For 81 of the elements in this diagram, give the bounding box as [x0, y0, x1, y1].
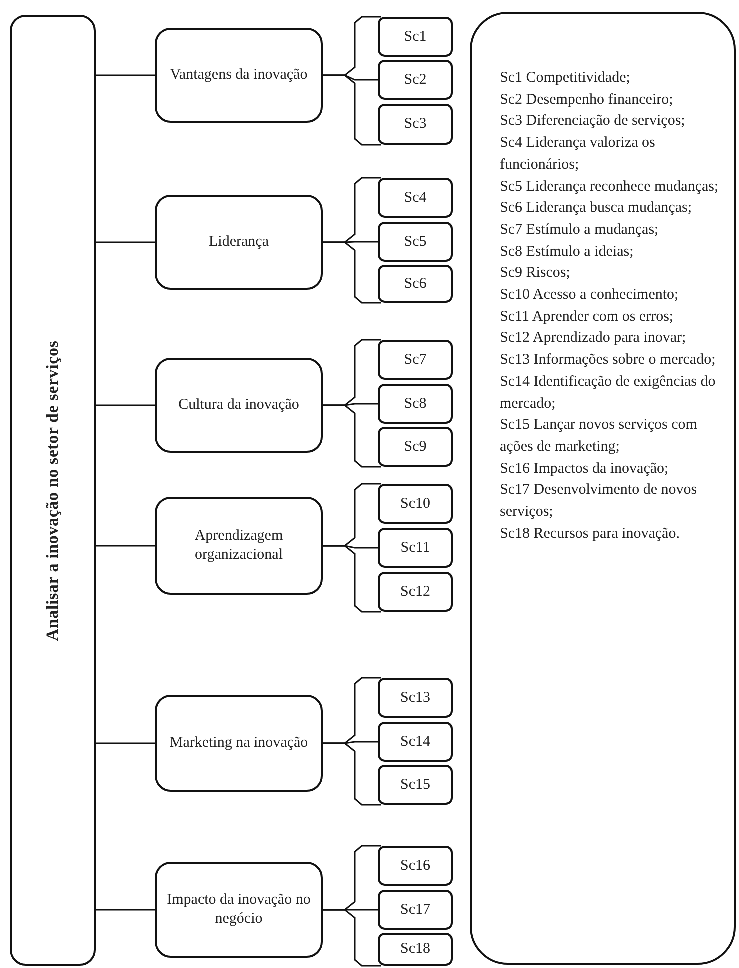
code-description: Sc6 Liderança busca mudanças;	[500, 199, 692, 218]
code-description: Sc7 Estímulo a mudanças;	[500, 220, 659, 240]
category-box	[155, 497, 323, 595]
objective-box	[10, 15, 96, 966]
code-description: Sc8 Estímulo a ideias;	[500, 242, 634, 262]
category-box	[155, 862, 323, 958]
code-box	[378, 528, 453, 568]
bracket-connector	[323, 242, 381, 304]
bracket-connector	[323, 909, 381, 967]
code-box	[378, 572, 453, 612]
bracket-connector	[323, 74, 381, 146]
connector-line	[96, 742, 155, 744]
code-label: Sc8	[404, 396, 427, 412]
connector-line	[96, 909, 155, 911]
code-description: Sc11 Aprender com os erros;	[500, 308, 674, 327]
code-box	[378, 340, 453, 380]
code-description: Sc3 Diferenciação de serviços;	[500, 112, 686, 132]
code-label: Sc14	[400, 734, 430, 750]
code-box	[378, 17, 453, 57]
code-description: Sc1 Competitividade;	[500, 69, 630, 88]
category-label: Impacto da inovação no negócio	[167, 891, 311, 929]
code-label: Sc17	[400, 902, 430, 918]
code-box	[378, 933, 453, 966]
code-description: Sc9 Riscos;	[500, 264, 570, 284]
category-label: Marketing na inovação	[170, 734, 308, 753]
code-box	[378, 890, 453, 930]
code-description: Sc12 Aprendizado para inovar;	[500, 329, 686, 348]
code-box	[378, 427, 453, 467]
code-label: Sc6	[404, 276, 427, 292]
code-label: Sc16	[400, 858, 430, 874]
code-box	[378, 722, 453, 762]
code-label: Sc2	[404, 72, 427, 88]
code-label: Sc12	[400, 584, 430, 600]
code-label: Sc18	[400, 941, 430, 958]
code-label: Sc10	[400, 496, 430, 512]
category-box	[155, 28, 323, 123]
connector-line	[96, 404, 155, 406]
code-label: Sc13	[400, 690, 430, 706]
category-box	[155, 358, 323, 453]
code-label: Sc5	[404, 234, 427, 250]
category-label: Aprendizagem organizacional	[194, 527, 284, 565]
category-label: Cultura da inovação	[178, 396, 300, 415]
code-description: Sc14 Identificação de exigências do mercado;	[500, 372, 717, 414]
code-label: Sc11	[400, 540, 430, 556]
bracket-connector	[323, 404, 381, 468]
category-label: Liderança	[209, 233, 269, 252]
objective-title: Analisar a inovação no setor de serviços	[43, 340, 63, 641]
code-description: Sc17 Desenvolvimento de novos serviços;	[500, 481, 698, 522]
code-description: Sc18 Recursos para inovação.	[500, 524, 680, 544]
connector-line	[96, 74, 155, 76]
connector-line	[96, 545, 155, 547]
bracket-connector	[323, 742, 381, 806]
category-box	[155, 195, 323, 290]
code-description: Sc4 Liderança valoriza os funcionários;	[500, 134, 656, 175]
code-box	[378, 846, 453, 886]
code-box	[378, 265, 453, 303]
code-box	[378, 678, 453, 718]
category-label: Vantagens da inovação	[170, 66, 308, 85]
code-description: Sc2 Desempenho financeiro;	[500, 90, 674, 110]
code-label: Sc7	[404, 352, 427, 368]
code-box	[378, 484, 453, 524]
code-description: Sc16 Impactos da inovação;	[500, 460, 669, 479]
connector-line	[96, 242, 155, 244]
code-label: Sc15	[400, 776, 430, 794]
code-label: Sc1	[404, 28, 427, 46]
code-box	[378, 384, 453, 424]
code-label: Sc9	[404, 438, 427, 456]
code-description: Sc13 Informações sobre o mercado;	[500, 351, 716, 370]
code-description: Sc5 Liderança reconhece mudanças;	[500, 178, 719, 197]
code-description: Sc10 Acesso a conhecimento;	[500, 286, 679, 306]
code-box	[378, 222, 453, 262]
bracket-connector	[323, 545, 381, 613]
category-box	[155, 695, 323, 792]
code-label: Sc3	[404, 116, 427, 133]
code-box	[378, 765, 453, 805]
code-description: Sc15 Lançar novos serviços com ações de marketing;	[500, 416, 698, 457]
code-box	[378, 178, 453, 218]
code-box	[378, 60, 453, 100]
code-box	[378, 104, 453, 145]
legend-list-box	[470, 12, 736, 965]
code-label: Sc4	[404, 190, 427, 206]
